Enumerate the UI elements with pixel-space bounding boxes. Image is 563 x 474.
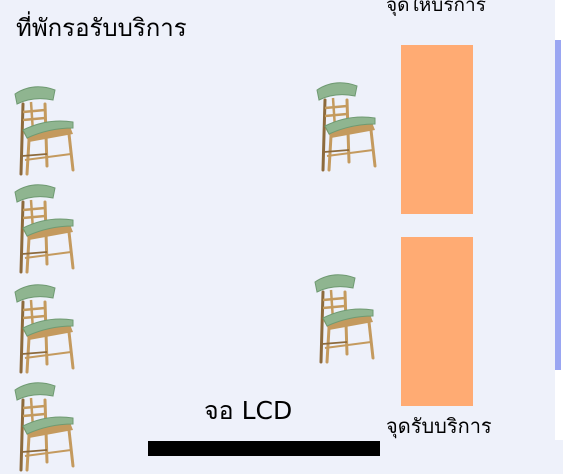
- pickup-point-title: จุดรับบริการ: [386, 414, 492, 438]
- lcd-screen: [148, 441, 380, 456]
- chair-icon: [316, 82, 377, 172]
- chair-waiting-3: [11, 282, 77, 374]
- chair-waiting-4: [11, 380, 77, 472]
- chair-waiting-1: [11, 84, 77, 176]
- chair-icon: [314, 274, 375, 364]
- chair-icon: [14, 184, 75, 274]
- service-counter: [401, 45, 473, 214]
- chair-service: [313, 80, 379, 172]
- chair-waiting-2: [11, 182, 77, 274]
- service-point-title: จุดให้บริการ: [386, 0, 486, 16]
- chair-icon: [14, 382, 75, 472]
- waiting-area-title: ที่พักรอรับบริการ: [16, 14, 187, 42]
- lcd-screen-label: จอ LCD: [204, 396, 293, 425]
- chair-icon: [14, 86, 75, 176]
- bottom-corner: [540, 440, 563, 474]
- right-accent-bar: [555, 40, 561, 370]
- chair-icon: [14, 284, 75, 374]
- chair-pickup: [311, 272, 377, 364]
- pickup-counter: [401, 237, 473, 406]
